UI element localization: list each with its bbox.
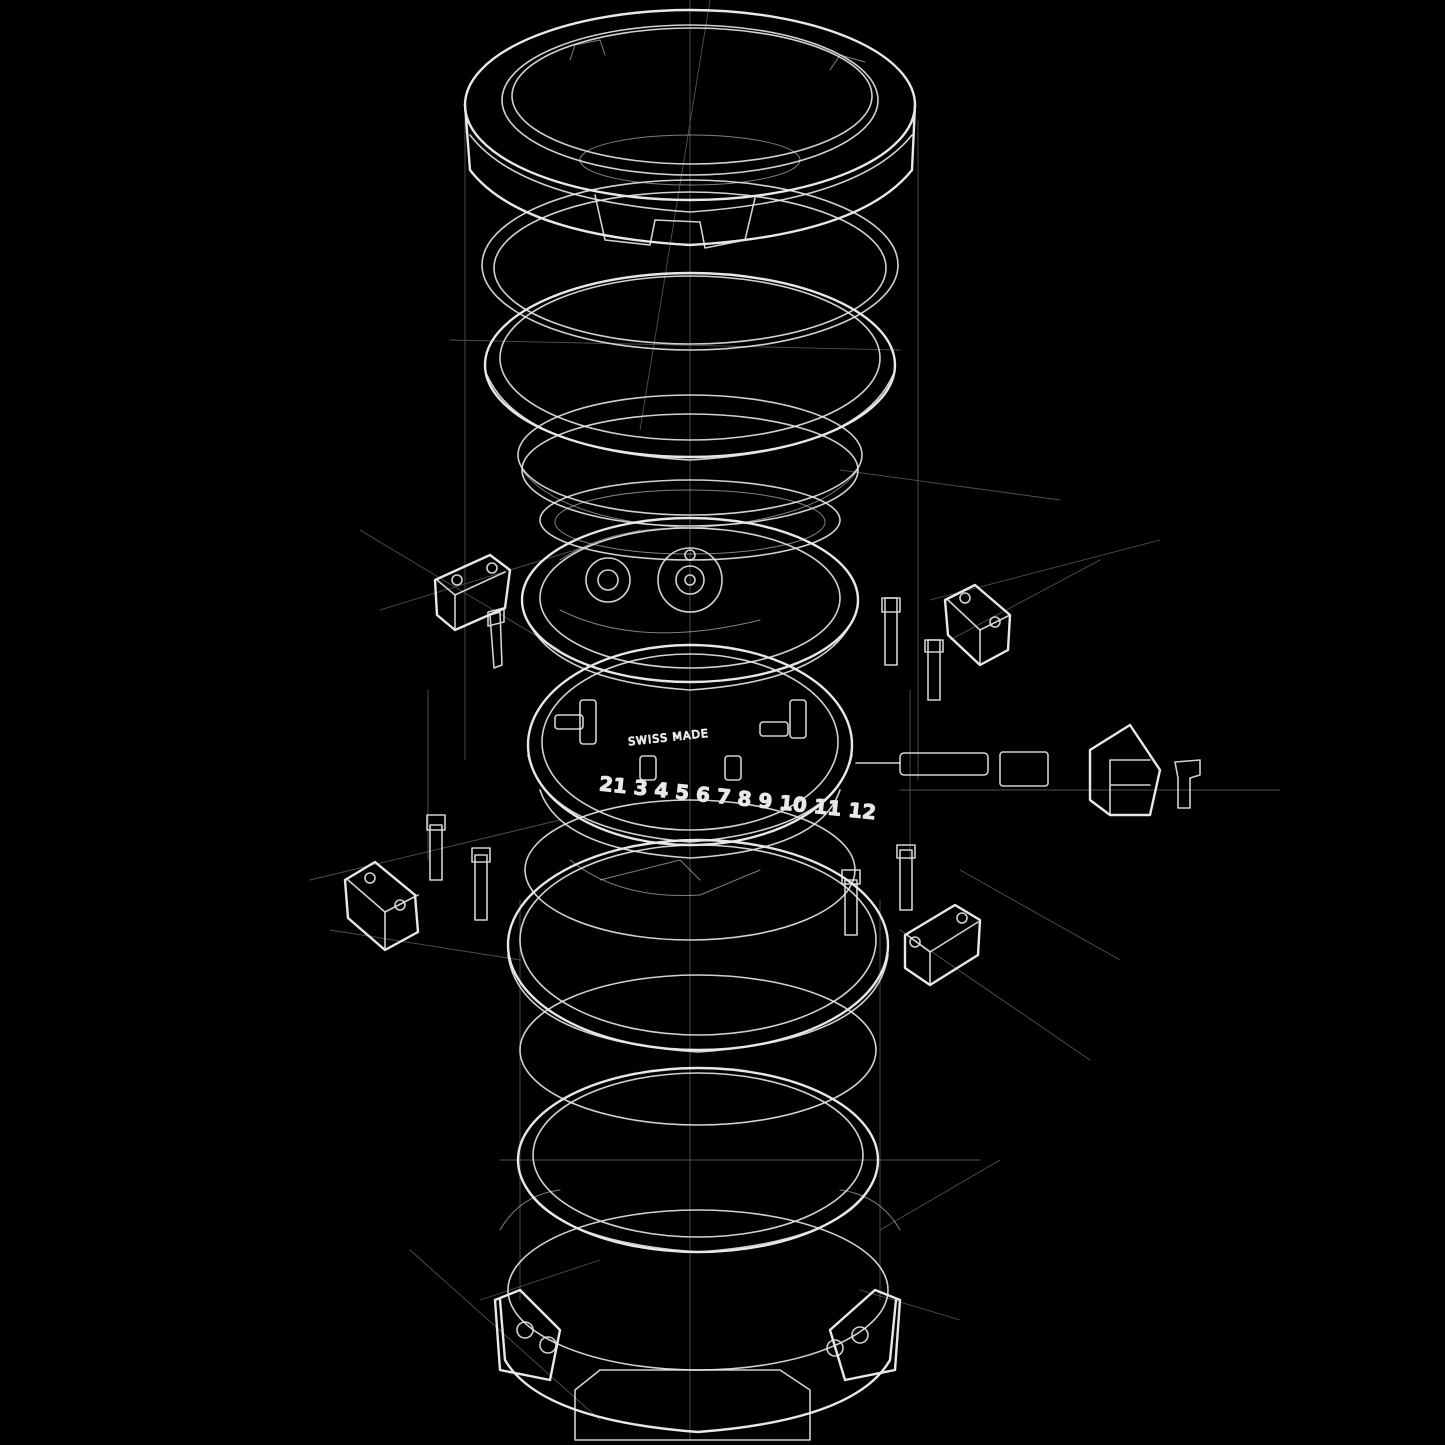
dial [520, 516, 860, 691]
caseback [516, 1066, 880, 1254]
lug-block-lower-right [903, 903, 982, 987]
movement: SWISS MADE 21 3 4 5 6 7 8 9 10 11 12 [526, 643, 878, 859]
construction-lines [309, 0, 1281, 1441]
screw-set [426, 597, 944, 936]
bezel-gasket [481, 134, 899, 351]
case-gasket [506, 838, 890, 1126]
dial-brand-text: SWISS MADE [628, 727, 710, 748]
bezel [463, 8, 917, 249]
case [493, 1189, 902, 1441]
crystal [483, 271, 897, 461]
lug-block-upper-left [433, 553, 512, 632]
crown-assembly [855, 723, 1201, 817]
lug-block-lower-left [343, 860, 420, 952]
lug-block-upper-right [943, 583, 1012, 667]
